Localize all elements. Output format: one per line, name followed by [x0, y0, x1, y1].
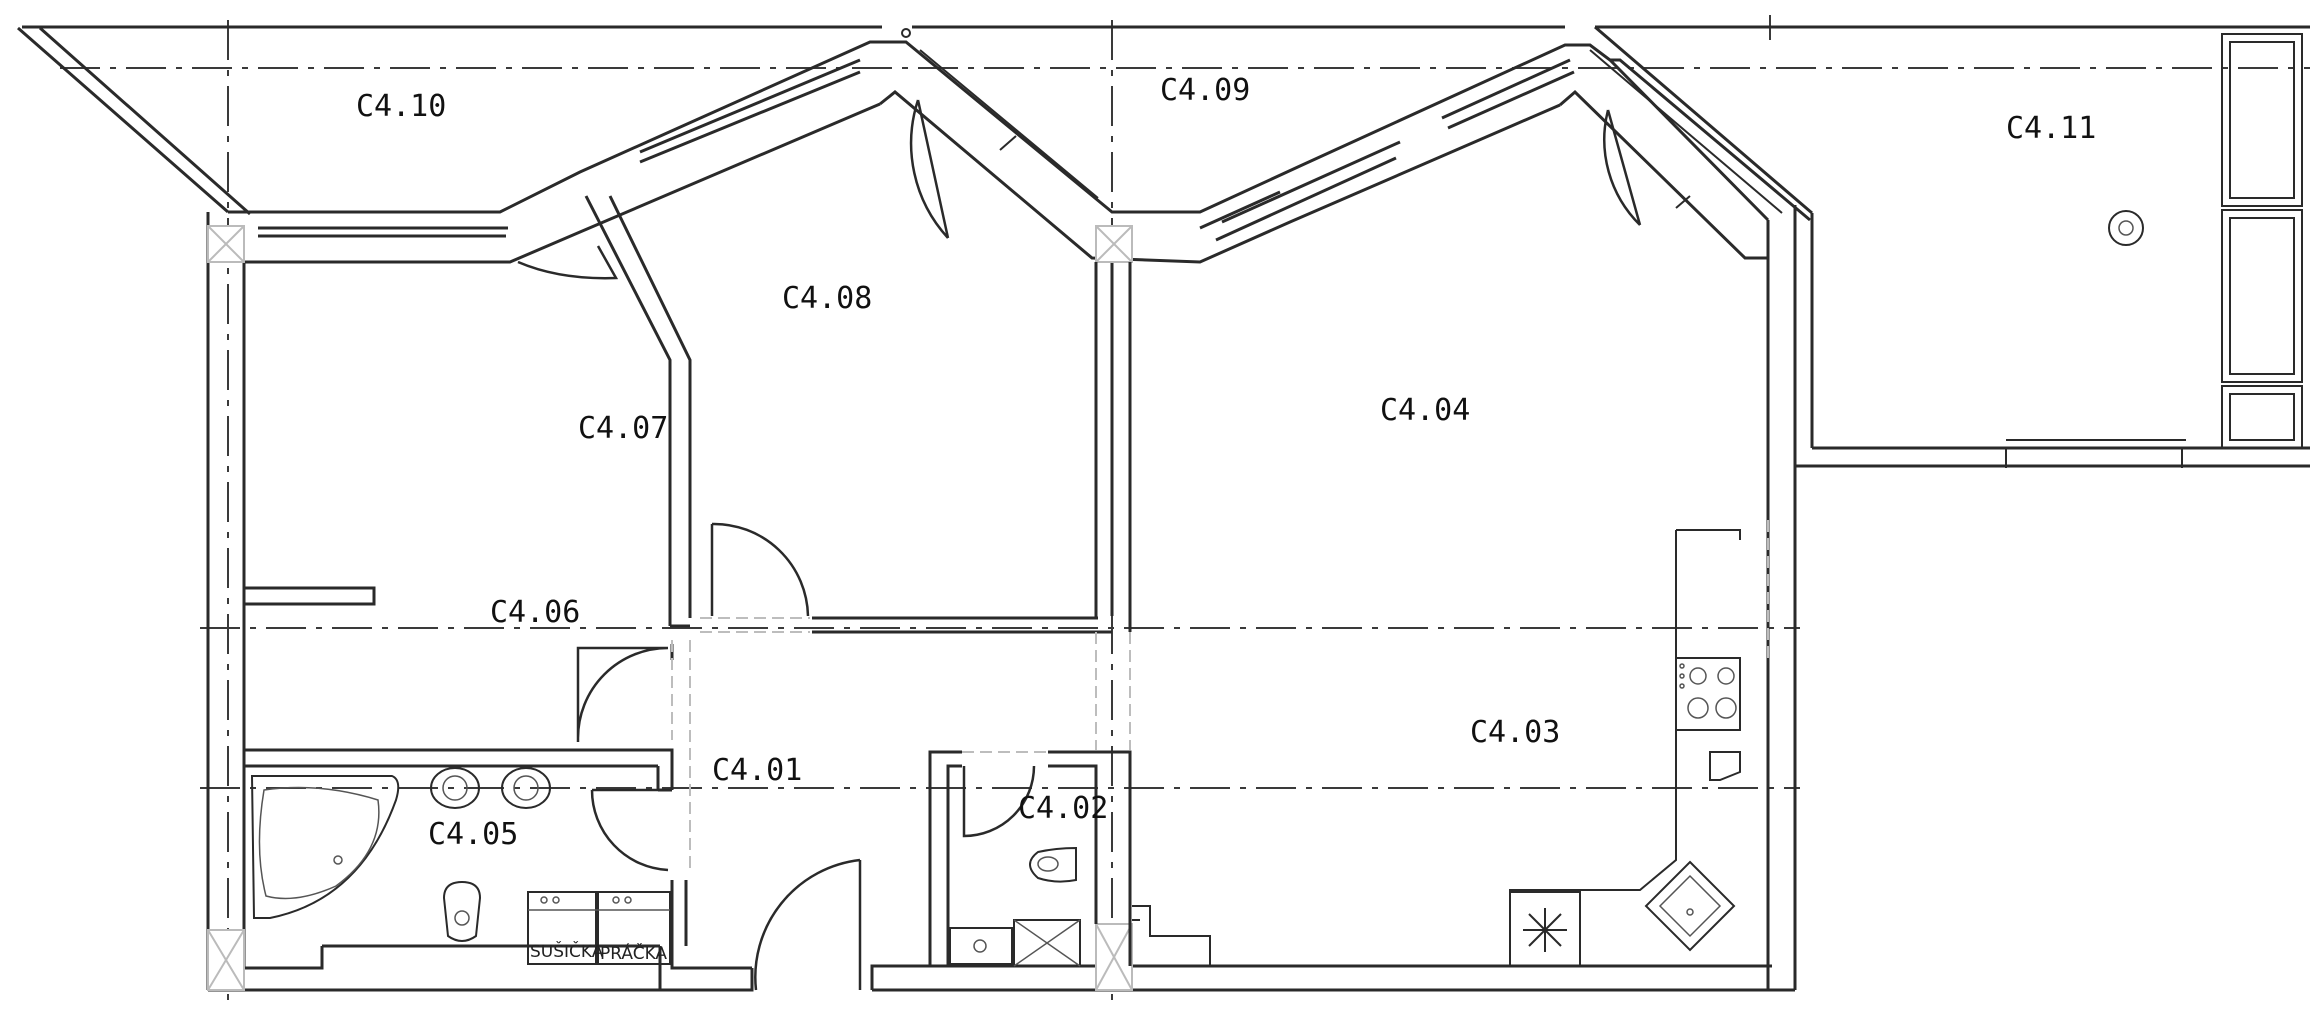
room-label-c4-08: C4.08 [782, 281, 872, 316]
balcony-railing [2005, 33, 2303, 468]
doors[interactable] [517, 99, 1642, 991]
door-c4-08[interactable] [710, 522, 810, 617]
door-c4-07-balcony[interactable] [517, 245, 619, 280]
dryer-label: SUŠIČKA [530, 940, 604, 962]
kitchen-sink-icon [1709, 751, 1741, 781]
sink-icon [430, 767, 480, 809]
exterior-walls [206, 40, 1811, 992]
snowflake-icon [1523, 908, 1567, 952]
washbasin-icon [949, 927, 1013, 965]
grid-axes [60, 15, 2310, 1000]
room-label-c4-01: C4.01 [712, 753, 802, 788]
room-labels: C4.10 C4.09 C4.11 C4.08 C4.07 C4.04 C4.0… [356, 73, 2096, 964]
fridge-box [1509, 891, 1581, 967]
room-label-c4-10: C4.10 [356, 89, 446, 124]
door-c4-04-balcony[interactable] [1603, 109, 1642, 226]
toilet-icon [1029, 846, 1077, 883]
room-label-c4-06: C4.06 [490, 595, 580, 630]
dryer-box [527, 891, 597, 965]
room-label-c4-09: C4.09 [1160, 73, 1250, 108]
door-c4-05[interactable] [590, 788, 670, 872]
room-label-c4-04: C4.04 [1380, 393, 1470, 428]
cooktop-icon [1675, 657, 1741, 731]
shower-tray-icon [1013, 919, 1081, 967]
door-c4-08-balcony[interactable] [909, 99, 950, 239]
sink-icon [501, 767, 551, 809]
door-c4-06[interactable] [576, 646, 669, 742]
structural-columns [207, 225, 1133, 991]
floor-drain-icon [2108, 210, 2144, 246]
door-c4-02[interactable] [962, 765, 1036, 838]
door-c4-01-entrance[interactable] [754, 858, 862, 991]
room-label-c4-11: C4.11 [2006, 111, 2096, 146]
interior-walls [242, 195, 1769, 966]
room-label-c4-02: C4.02 [1018, 791, 1108, 826]
washer-label: PRÁČKA [600, 942, 667, 964]
toilet-icon [442, 880, 482, 942]
room-label-c4-03: C4.03 [1470, 715, 1560, 750]
room-label-c4-05: C4.05 [428, 817, 518, 852]
fixtures [250, 657, 1741, 967]
washer-box [597, 891, 671, 965]
room-label-c4-07: C4.07 [578, 411, 668, 446]
bathtub-icon [250, 775, 400, 919]
corner-sink-icon [1644, 860, 1736, 952]
